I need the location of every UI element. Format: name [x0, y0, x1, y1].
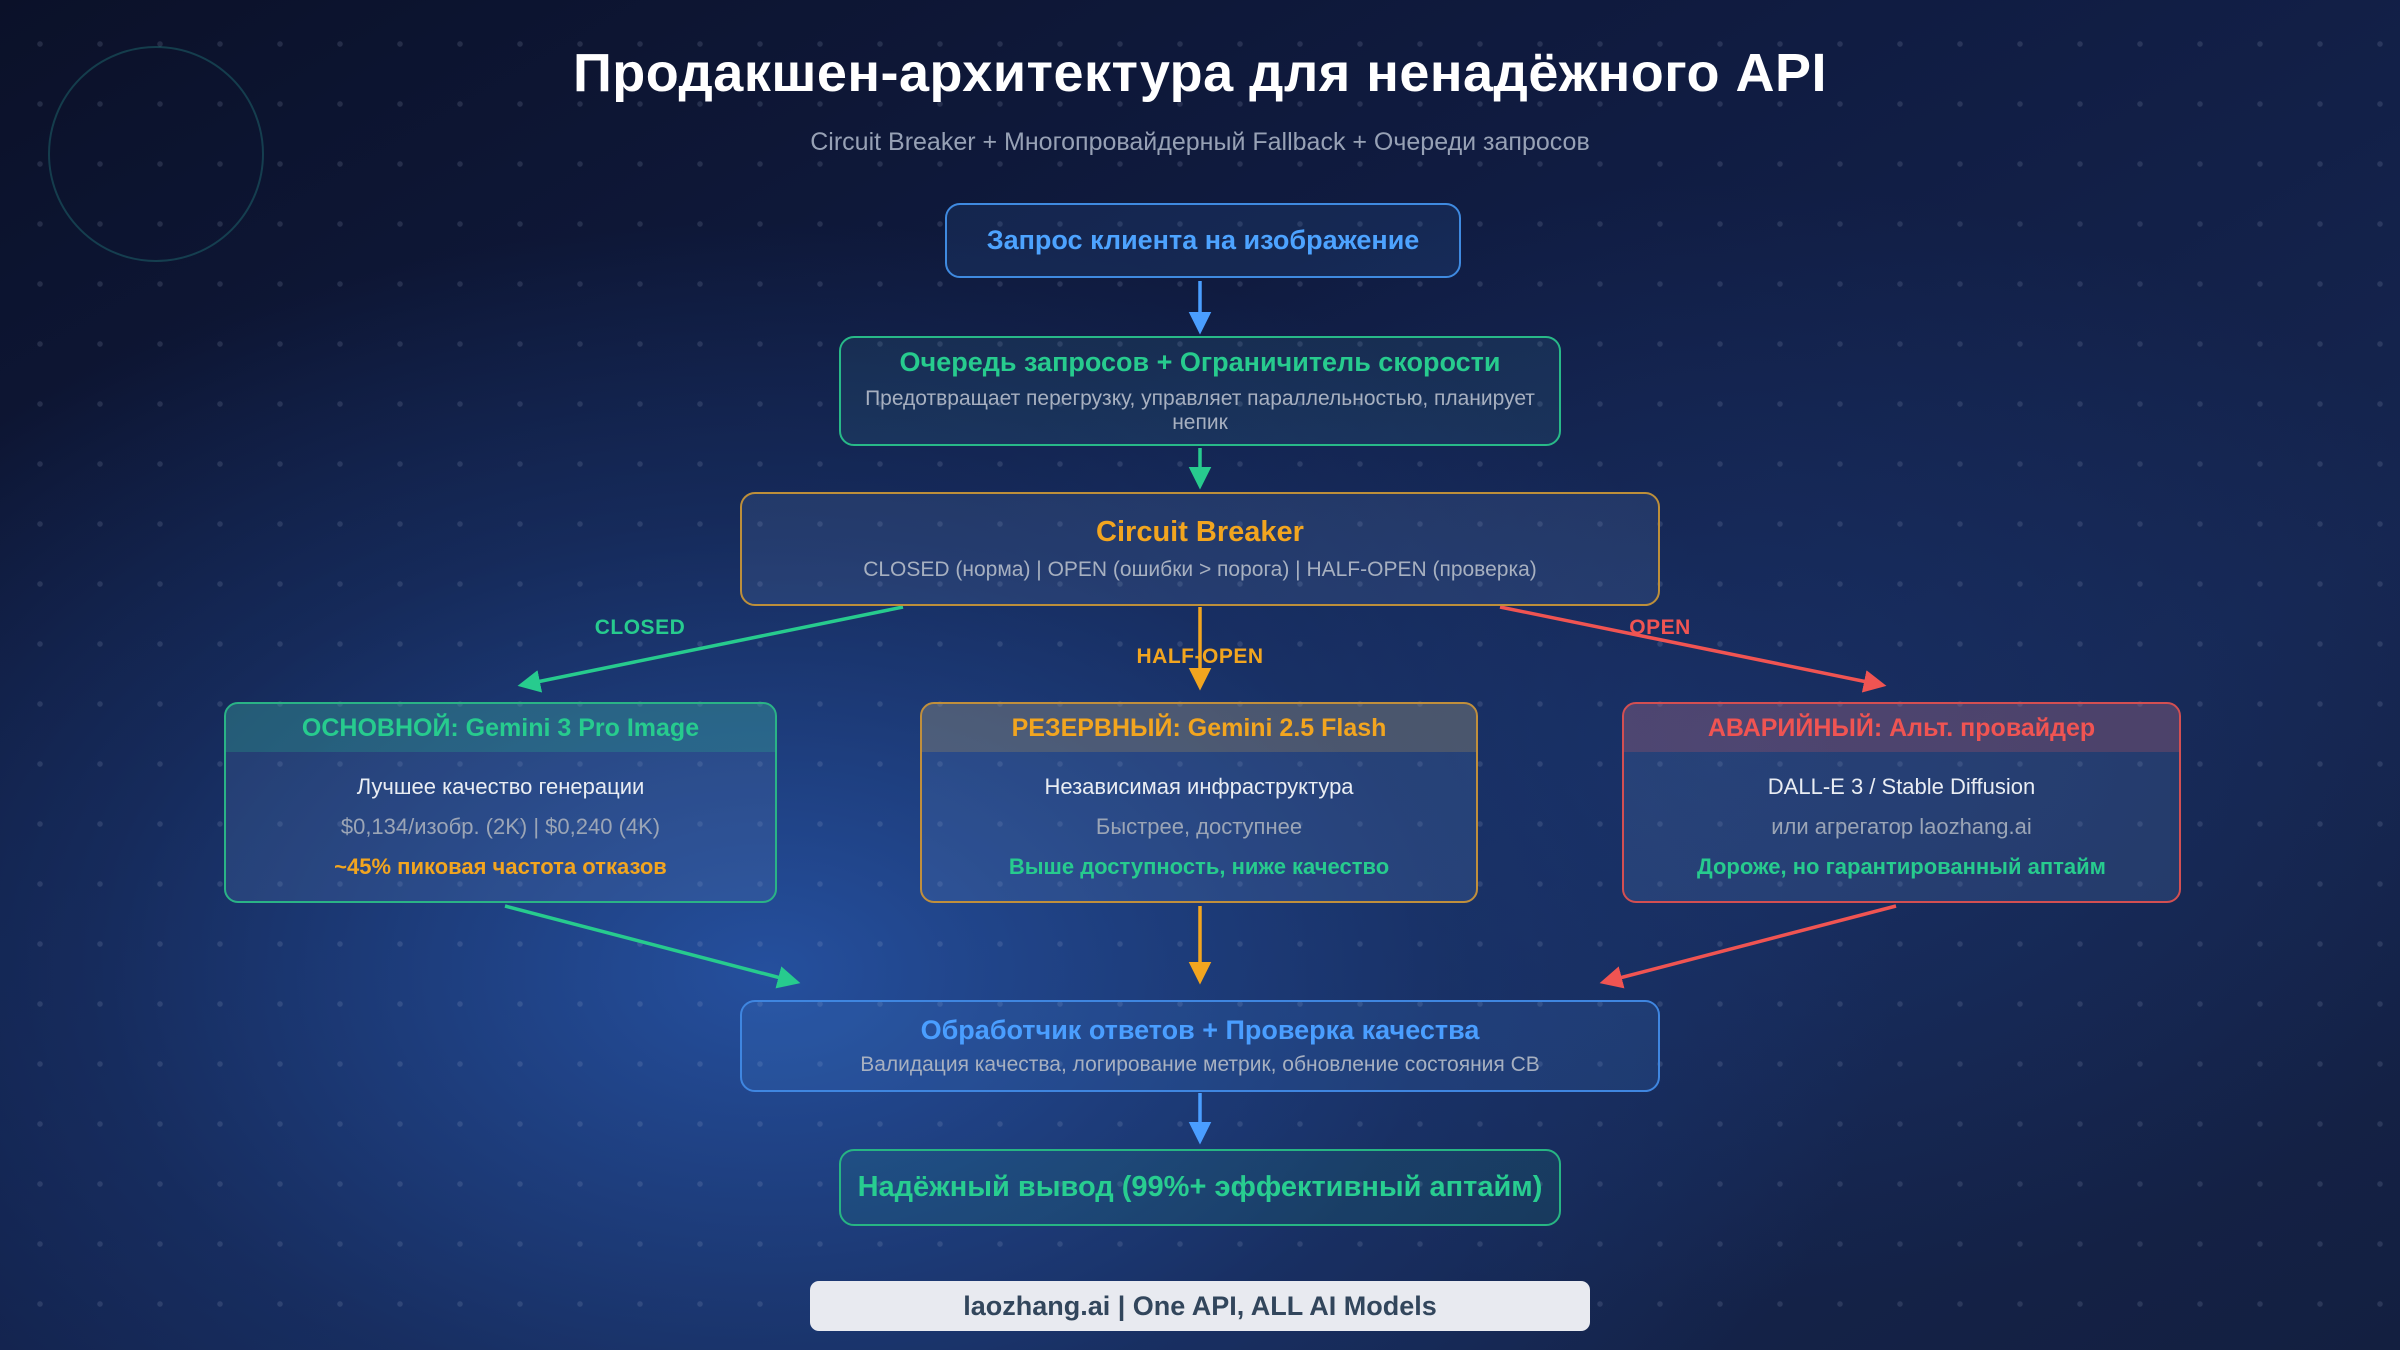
provider-emergency-line2: или агрегатор laozhang.ai [1771, 813, 2032, 839]
node-provider-primary: ОСНОВНОЙ: Gemini 3 Pro Image Лучшее каче… [224, 702, 777, 903]
node-reliable-output-title: Надёжный вывод (99%+ эффективный аптайм) [857, 1171, 1543, 1203]
node-client-request: Запрос клиента на изображение [945, 203, 1461, 278]
page-subtitle: Circuit Breaker + Многопровайдерный Fall… [810, 128, 1590, 156]
edge-primary-to-handler [504, 904, 801, 989]
edge-label-closed: CLOSED [594, 616, 686, 639]
provider-primary-line2: $0,134/изобр. (2K) | $0,240 (4K) [340, 813, 661, 839]
page-title: Продакшен-архитектура для ненадёжного AP… [572, 43, 1828, 103]
edge-label-open: OPEN [1629, 616, 1691, 639]
node-response-handler-title: Обработчик ответов + Проверка качества [920, 1015, 1480, 1045]
provider-primary-line1: Лучшее качество генерации [356, 773, 645, 799]
edge-emergency-to-handler [1599, 904, 1897, 989]
provider-primary-line3: ~45% пиковая частота отказов [334, 853, 667, 879]
node-provider-fallback-body: Независимая инфраструктура Быстрее, дост… [922, 752, 1476, 901]
node-provider-emergency-body: DALL-E 3 / Stable Diffusion или агрегато… [1624, 752, 2179, 901]
provider-fallback-line3: Выше доступность, ниже качество [1008, 853, 1390, 879]
node-provider-primary-title: ОСНОВНОЙ: Gemini 3 Pro Image [226, 704, 775, 752]
node-request-queue-subtitle: Предотвращает перегрузку, управляет пара… [865, 387, 1535, 434]
node-provider-fallback-title: РЕЗЕРВНЫЙ: Gemini 2.5 Flash [922, 704, 1476, 752]
provider-fallback-line2: Быстрее, доступнее [1095, 813, 1303, 839]
edge-label-half-open: HALF-OPEN [1136, 645, 1264, 668]
node-circuit-breaker-states: CLOSED (норма) | OPEN (ошибки > порога) … [863, 558, 1537, 581]
node-request-queue: Очередь запросов + Ограничитель скорости… [839, 336, 1561, 446]
node-reliable-output: Надёжный вывод (99%+ эффективный аптайм) [839, 1149, 1561, 1226]
node-provider-emergency: АВАРИЙНЫЙ: Альт. провайдер DALL-E 3 / St… [1622, 702, 2181, 903]
provider-emergency-line1: DALL-E 3 / Stable Diffusion [1767, 773, 2036, 799]
node-response-handler: Обработчик ответов + Проверка качества В… [740, 1000, 1660, 1092]
provider-emergency-line3: Дороже, но гарантированный аптайм [1697, 853, 2106, 879]
decorative-circle [48, 46, 264, 262]
node-response-handler-subtitle: Валидация качества, логирование метрик, … [860, 1053, 1540, 1076]
node-circuit-breaker-title: Circuit Breaker [1096, 516, 1304, 548]
node-provider-fallback: РЕЗЕРВНЫЙ: Gemini 2.5 Flash Независимая … [920, 702, 1478, 903]
node-provider-emergency-title: АВАРИЙНЫЙ: Альт. провайдер [1624, 704, 2179, 752]
node-circuit-breaker: Circuit Breaker CLOSED (норма) | OPEN (о… [740, 492, 1660, 606]
node-request-queue-title: Очередь запросов + Ограничитель скорости [899, 347, 1501, 377]
footer-brand-badge: laozhang.ai | One API, ALL AI Models [810, 1281, 1590, 1331]
provider-fallback-line1: Независимая инфраструктура [1044, 773, 1354, 799]
node-provider-primary-body: Лучшее качество генерации $0,134/изобр. … [226, 752, 775, 901]
node-client-request-title: Запрос клиента на изображение [986, 225, 1420, 255]
